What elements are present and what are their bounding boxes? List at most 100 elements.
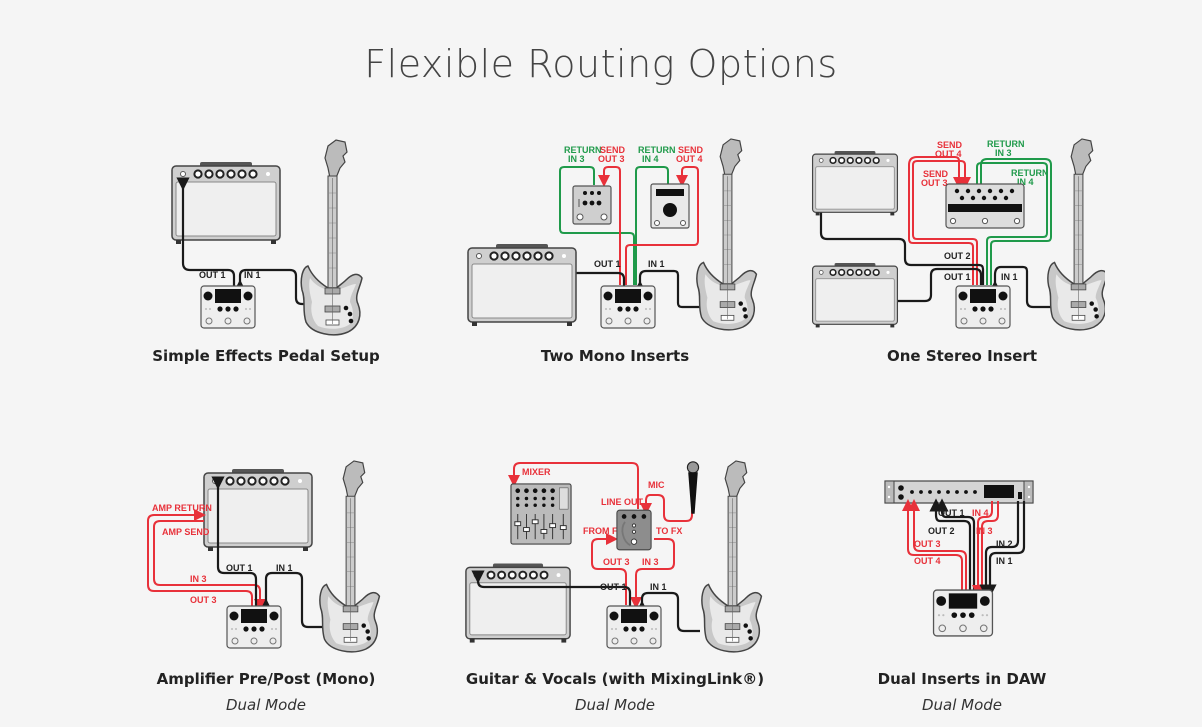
label-return-in3-b: IN 3 — [568, 154, 585, 164]
label-out2: OUT 2 — [944, 251, 971, 261]
diagram-simple-effects: OUT 1 IN 1 — [171, 139, 363, 336]
wire-in1 — [983, 501, 1026, 598]
amp-icon — [466, 243, 578, 328]
guitar-icon — [1047, 138, 1105, 331]
label-in2: IN 2 — [996, 539, 1013, 549]
label-return-in4-b: IN 4 — [1017, 177, 1034, 187]
wire-return4 — [980, 158, 1052, 285]
diagram-guitar-vocals: MIXER MIC LINE OUT FROM FX TO FX OUT 3 I… — [464, 460, 763, 653]
label-mixer: MIXER — [522, 467, 551, 477]
label-return-in3: RETURN — [987, 139, 1025, 149]
wire-in2 — [979, 501, 1020, 598]
label-amp-return: AMP RETURN — [152, 503, 212, 513]
wire-in1 — [633, 269, 700, 309]
label-in1: IN 1 — [244, 270, 261, 280]
guitar-icon — [701, 460, 763, 653]
mixer-icon — [510, 483, 572, 545]
subtitle-dual-mode: Dual Mode — [921, 696, 1003, 714]
microphone-icon — [686, 461, 700, 515]
diagram-amp-pre-post: AMP RETURN AMP SEND IN 3 OUT 3 OUT 1 IN … — [147, 460, 381, 653]
wire-in1 — [259, 571, 322, 629]
wire-from-fx — [591, 533, 627, 605]
guitar-icon — [696, 138, 758, 331]
pedal-processor-icon — [606, 605, 662, 649]
wire-out1 — [471, 570, 632, 607]
label-in1: IN 1 — [1001, 272, 1018, 282]
diagram-two-mono-inserts: RETURN IN 3 SEND OUT 3 RETURN IN 4 SEND … — [466, 138, 758, 331]
label-send-out4-b: OUT 4 — [935, 149, 962, 159]
wire-to-fx — [630, 538, 675, 609]
label-in4: IN 4 — [972, 508, 989, 518]
caption-amp-pre-post: Amplifier Pre/Post (Mono) — [156, 670, 376, 688]
label-in1: IN 1 — [648, 259, 665, 269]
label-in3: IN 3 — [976, 526, 993, 536]
label-in1: IN 1 — [996, 556, 1013, 566]
amp-icon — [202, 467, 314, 553]
label-return-in4-b: IN 4 — [642, 154, 659, 164]
wire-return3 — [976, 162, 1048, 285]
wire-line-out — [508, 462, 639, 509]
label-return-in4: RETURN — [1011, 168, 1049, 178]
wire-in1 — [988, 265, 1053, 309]
label-in1: IN 1 — [276, 563, 293, 573]
label-send-out4-b: OUT 4 — [676, 154, 703, 164]
caption-guitar-vocals: Guitar & Vocals (with MixingLink®) — [465, 670, 765, 688]
label-return-in4: RETURN — [638, 145, 676, 155]
label-in1: IN 1 — [650, 582, 667, 592]
label-send-out3-b: OUT 3 — [598, 154, 625, 164]
subtitle-dual-mode: Dual Mode — [225, 696, 307, 714]
pedal-processor-icon — [226, 605, 282, 649]
label-to-fx: TO FX — [656, 526, 682, 536]
caption-one-stereo-insert: One Stereo Insert — [887, 347, 1037, 365]
wire-out2 — [929, 498, 972, 591]
label-send-out4: SEND — [937, 140, 963, 150]
amp-icon — [811, 262, 899, 329]
amp-icon — [464, 562, 572, 644]
diagram-dual-inserts-daw: OUT 1 OUT 2 IN 4 IN 3 OUT 3 OUT 4 IN 2 I… — [884, 480, 1034, 637]
wire-send4 — [912, 160, 978, 285]
label-out2: OUT 2 — [928, 526, 955, 536]
page-title: Flexible Routing Options — [364, 42, 838, 86]
label-out3: OUT 3 — [603, 557, 630, 567]
pedal-processor-icon — [932, 589, 994, 637]
wire-in1 — [233, 268, 308, 306]
label-out1: OUT 1 — [938, 508, 965, 518]
wire-send3 — [598, 166, 621, 285]
guitar-icon — [300, 139, 363, 336]
guitar-icon — [319, 460, 381, 653]
subtitle-dual-mode: Dual Mode — [574, 696, 656, 714]
label-send-out3: SEND — [923, 169, 949, 179]
label-return-in3: RETURN — [564, 145, 602, 155]
label-out4: OUT 4 — [914, 556, 941, 566]
caption-dual-inserts-daw: Dual Inserts in DAW — [877, 670, 1047, 688]
label-out3: OUT 3 — [190, 595, 217, 605]
effect-pedal-icon — [650, 183, 690, 229]
amp-icon — [811, 150, 899, 217]
label-line-out: LINE OUT — [601, 497, 644, 507]
wire-out1 — [935, 498, 976, 591]
rack-interface-icon — [884, 480, 1034, 504]
wire-in3 — [976, 501, 999, 597]
label-from-fx: FROM FX — [583, 526, 624, 536]
wire-return4 — [635, 166, 669, 285]
label-out1: OUT 1 — [226, 563, 253, 573]
label-out1: OUT 1 — [600, 582, 627, 592]
wire-out2 — [814, 158, 985, 285]
amp-icon — [171, 162, 281, 245]
label-out1: OUT 1 — [199, 270, 226, 280]
label-out1: OUT 1 — [944, 272, 971, 282]
label-send-out3: SEND — [600, 145, 626, 155]
wire-send4 — [625, 166, 699, 285]
pedal-processor-icon — [955, 285, 1011, 329]
wire-in4 — [972, 501, 993, 597]
wire-send3 — [908, 156, 974, 285]
wire-in1 — [635, 591, 700, 633]
label-return-in3-b: IN 3 — [995, 148, 1012, 158]
caption-two-mono-inserts: Two Mono Inserts — [540, 347, 690, 365]
label-out3: OUT 3 — [914, 539, 941, 549]
wire-out1 — [176, 177, 236, 286]
wire-return3 — [559, 166, 635, 285]
wire-mic — [640, 494, 693, 522]
effect-pedal-icon — [572, 185, 612, 225]
label-send-out4: SEND — [678, 145, 704, 155]
